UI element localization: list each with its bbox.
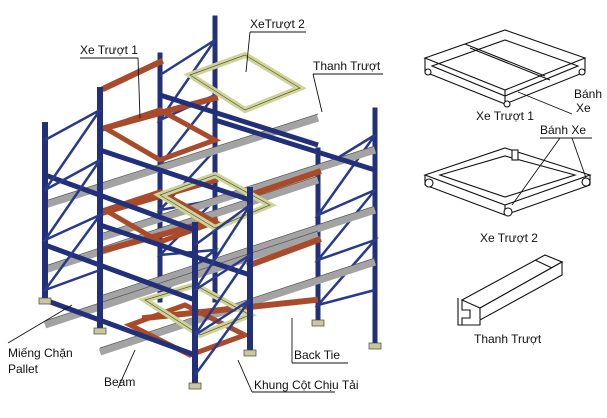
front-beams	[44, 92, 376, 358]
leader-banh-xe-2	[511, 137, 592, 206]
upright-bracing-front	[41, 108, 252, 376]
label-mieng-chan-line1: Miếng Chặn	[8, 346, 73, 360]
leader-banh-xe-1	[517, 91, 573, 115]
label-banh-xe-1-line2: Xe	[576, 101, 591, 115]
labels: Xe Trượt 1 XeTrượt 2 Thanh Trượt Miếng C…	[8, 17, 602, 392]
label-mieng-chan-line2: Pallet	[8, 362, 39, 376]
label-thanh-truot: Thanh Trượt	[313, 59, 381, 73]
label-xe-truot-1: Xe Trượt 1	[80, 43, 138, 57]
detail-label-thanh-truot: Thanh Trượt	[474, 332, 542, 346]
rack-structure	[38, 15, 382, 390]
detail-cart-2-drawing	[423, 147, 592, 217]
detail-label-xe-truot-2: Xe Trượt 2	[480, 231, 538, 245]
detail-cart-1-drawing	[423, 29, 587, 108]
label-back-tie: Back Tie	[294, 348, 340, 362]
base-plates	[38, 297, 382, 390]
label-xe-truot-2: XeTrượt 2	[250, 17, 305, 31]
label-beam: Beam	[104, 375, 135, 389]
callout-lines	[7, 31, 383, 393]
label-khung-cot: Khung Cột Chịu Tải	[254, 378, 359, 392]
detail-rail-drawing	[457, 254, 564, 326]
label-banh-xe-2: Bánh Xe	[540, 123, 586, 137]
detail-label-xe-truot-1: Xe Trượt 1	[476, 109, 534, 123]
upright-frames-front	[42, 87, 253, 388]
label-banh-xe-1-line1: Bánh	[574, 87, 602, 101]
